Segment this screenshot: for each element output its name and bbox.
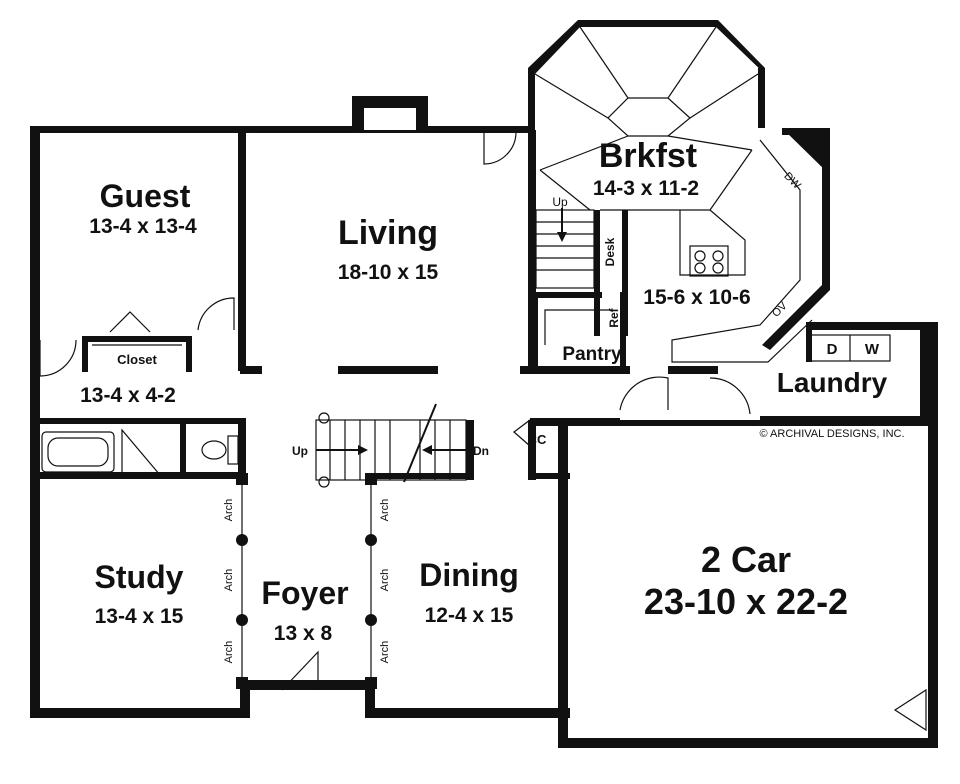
study-dims: 13-4 x 15 — [95, 605, 184, 628]
foyer-stair-up-label: Up — [292, 444, 308, 458]
guest-dims: 13-4 x 13-4 — [89, 215, 197, 238]
washer-label: W — [865, 341, 880, 358]
pantry-name: Pantry — [562, 344, 622, 365]
foyer-dims: 13 x 8 — [274, 622, 333, 645]
kitchen-dims: 15-6 x 10-6 — [643, 286, 750, 309]
living-name: Living — [338, 214, 438, 252]
foyer-name: Foyer — [261, 575, 348, 611]
dw-label: DW — [781, 170, 803, 192]
desk-label: Desk — [603, 237, 617, 266]
ref-label: Ref — [607, 307, 621, 327]
brkfst-dims: 14-3 x 11-2 — [593, 177, 699, 200]
copyright: © ARCHIVAL DESIGNS, INC. — [759, 428, 904, 440]
ov-label: OV — [770, 300, 790, 320]
room-labels: Guest 13-4 x 13-4 Living 18-10 x 15 Brkf… — [80, 137, 888, 645]
arch-label-6: Arch — [379, 641, 391, 664]
laundry-name: Laundry — [777, 367, 888, 398]
kitchen-stair-up-label: Up — [552, 195, 568, 209]
closet-name: Closet — [117, 352, 157, 367]
plan-details — [33, 26, 934, 743]
garage-dims: 23-10 x 22-2 — [644, 581, 848, 622]
closet-dims: 13-4 x 4-2 — [80, 384, 176, 407]
study-name: Study — [95, 559, 184, 595]
dining-name: Dining — [419, 557, 519, 593]
arch-label-5: Arch — [379, 569, 391, 592]
dining-dims: 12-4 x 15 — [425, 604, 514, 627]
cc-label: CC — [528, 432, 547, 447]
arch-label-3: Arch — [223, 641, 235, 664]
dryer-label: D — [827, 341, 838, 358]
garage-name: 2 Car — [701, 539, 791, 580]
arch-label-2: Arch — [223, 569, 235, 592]
guest-name: Guest — [100, 178, 191, 214]
arch-label-4: Arch — [379, 499, 391, 522]
fixture-labels: Desk Ref DW OV D W CC Up Up Dn Arch Arch… — [223, 170, 880, 663]
foyer-stair-dn-label: Dn — [473, 444, 489, 458]
brkfst-name: Brkfst — [599, 137, 697, 175]
arch-label-1: Arch — [223, 499, 235, 522]
living-dims: 18-10 x 15 — [338, 261, 439, 284]
